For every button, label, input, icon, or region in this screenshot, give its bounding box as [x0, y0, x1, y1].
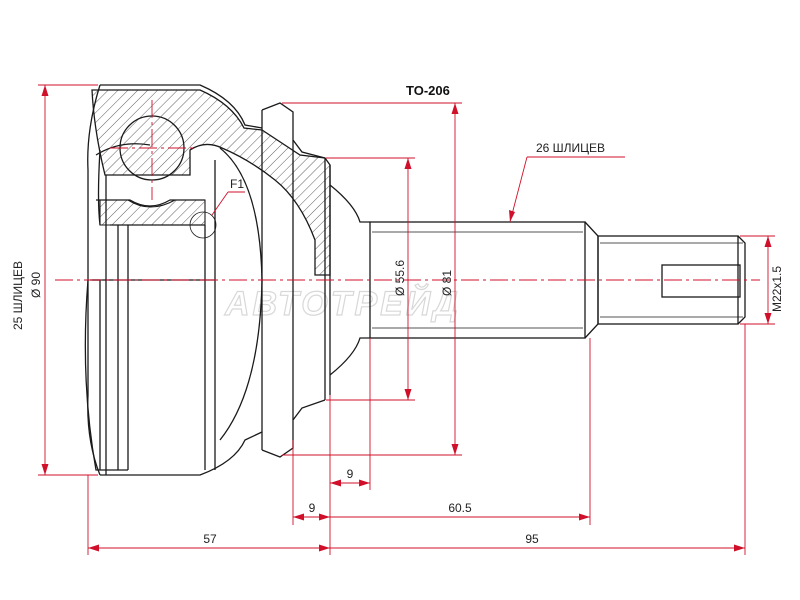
label-dia-81: Ø 81: [440, 270, 454, 296]
dimension-lines: [38, 84, 775, 555]
dim-95: 95: [525, 532, 539, 546]
centerlines: [55, 100, 760, 281]
label-dia-outer: Ø 90: [29, 272, 43, 298]
label-spline-outer: 26 ШЛИЦЕВ: [536, 141, 605, 155]
label-spline-inner: 25 ШЛИЦЕВ: [11, 261, 25, 330]
dim-57: 57: [203, 532, 217, 546]
part-number: TO-206: [406, 83, 450, 98]
label-thread: M22x1.5: [770, 266, 784, 312]
dimension-labels: 25 ШЛИЦЕВ Ø 90 Ø 55.6 Ø 81 M22x1.5 26 ШЛ…: [11, 141, 784, 546]
dim-60-5: 60.5: [448, 501, 472, 515]
label-detail-f1: F1: [230, 177, 244, 191]
dim-9-bottom: 9: [309, 501, 316, 515]
label-dia-55: Ø 55.6: [393, 260, 407, 296]
dim-9-top: 9: [347, 467, 354, 481]
